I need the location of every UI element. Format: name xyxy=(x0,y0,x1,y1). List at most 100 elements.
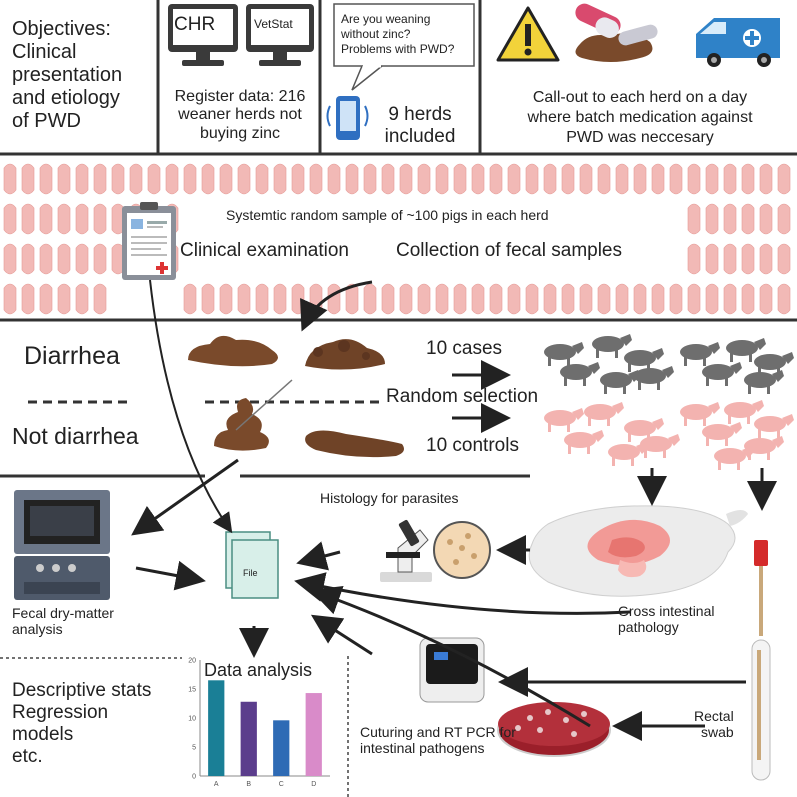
y-tick-label: 10 xyxy=(188,716,196,723)
rectal-swab-icon xyxy=(751,540,771,781)
pig-silhouette xyxy=(345,283,359,315)
flow-arrows xyxy=(131,280,777,741)
pig-silhouette xyxy=(759,283,773,315)
pig-silhouette xyxy=(363,283,377,315)
pig-silhouette xyxy=(201,163,215,195)
pig-figure xyxy=(564,430,604,454)
pig-silhouette xyxy=(723,283,737,315)
pig-silhouette xyxy=(435,163,449,195)
file-icon xyxy=(225,531,279,599)
pig-silhouette xyxy=(723,203,737,235)
x-tick-label: A xyxy=(214,781,219,788)
dotted-lines xyxy=(0,656,349,797)
pig-silhouette xyxy=(705,203,719,235)
dissected-pig-icon xyxy=(528,505,748,597)
cases-text: 10 cases xyxy=(426,338,503,359)
pig-figure xyxy=(744,370,784,394)
pig-silhouette xyxy=(3,203,17,235)
pig-silhouette xyxy=(93,243,107,275)
collection-fecal-text: Collection of fecal samples xyxy=(396,240,622,261)
phone-icon xyxy=(326,96,369,140)
pig-silhouette xyxy=(39,203,53,235)
bar-C xyxy=(273,720,290,776)
y-tick-label: 15 xyxy=(188,687,196,694)
monitor-right-label: VetStat xyxy=(254,17,293,31)
petri-dish-icon xyxy=(497,702,611,757)
pig-silhouette xyxy=(21,283,35,315)
pig-silhouette xyxy=(93,283,107,315)
pig-silhouette xyxy=(57,243,71,275)
pig-silhouette xyxy=(75,243,89,275)
pig-silhouette xyxy=(615,283,629,315)
pig-silhouette xyxy=(687,163,701,195)
pig-figure xyxy=(724,400,764,424)
diarrhea-feces-icon xyxy=(188,335,385,370)
pig-silhouette xyxy=(453,283,467,315)
y-tick-label: 5 xyxy=(192,745,196,752)
pig-figure xyxy=(754,414,794,438)
pig-silhouette xyxy=(129,163,143,195)
pig-silhouette xyxy=(75,203,89,235)
clinical-examination-text: Clinical examination xyxy=(180,240,349,261)
bar-B xyxy=(240,701,257,776)
pig-silhouette xyxy=(597,283,611,315)
pig-silhouette xyxy=(507,283,521,315)
herds-included-text: 9 herds included xyxy=(384,104,456,147)
pig-silhouette xyxy=(3,243,17,275)
bar-D xyxy=(305,693,322,776)
pig-silhouette xyxy=(57,163,71,195)
pig-silhouette xyxy=(777,163,791,195)
pig-silhouette xyxy=(705,163,719,195)
culturing-text: Cuturing and RT PCR for intestinal patho… xyxy=(360,724,516,757)
pig-silhouette xyxy=(471,163,485,195)
pig-silhouette xyxy=(705,243,719,275)
random-sample-text: Systemtic random sample of ~100 pigs in … xyxy=(226,207,549,223)
pig-silhouette xyxy=(273,163,287,195)
x-tick-label: C xyxy=(279,781,284,788)
pig-silhouette xyxy=(309,163,323,195)
pig-silhouette xyxy=(255,283,269,315)
pig-silhouette xyxy=(741,243,755,275)
pig-silhouette xyxy=(687,203,701,235)
dry-matter-text: Fecal dry-matter analysis xyxy=(12,605,114,638)
control-pigs-icon xyxy=(544,400,794,470)
pig-silhouette xyxy=(417,163,431,195)
diarrhea-label: Diarrhea xyxy=(24,342,120,370)
register-text: Register data: 216 weaner herds not buyi… xyxy=(174,88,306,142)
pig-silhouette xyxy=(57,203,71,235)
pig-figure xyxy=(634,366,674,390)
medication-pills-icon xyxy=(575,3,658,62)
pig-figure xyxy=(702,362,742,386)
pig-silhouette xyxy=(273,283,287,315)
pig-silhouette xyxy=(777,283,791,315)
pig-silhouette xyxy=(363,163,377,195)
pig-silhouette xyxy=(489,163,503,195)
pig-silhouette xyxy=(543,163,557,195)
y-tick-label: 20 xyxy=(188,658,196,665)
pig-figure xyxy=(584,402,624,426)
pig-silhouette xyxy=(21,243,35,275)
section-dividers xyxy=(0,0,797,478)
objectives-text: Objectives: Clinical presentation and et… xyxy=(12,18,123,132)
pig-silhouette xyxy=(237,163,251,195)
pig-silhouette xyxy=(561,283,575,315)
pig-silhouette xyxy=(93,203,107,235)
pig-silhouette xyxy=(327,163,341,195)
monitor-left-label: CHR xyxy=(174,14,216,35)
pig-silhouette xyxy=(111,163,125,195)
pig-silhouette xyxy=(561,163,575,195)
pig-silhouette xyxy=(453,163,467,195)
pig-figure xyxy=(544,342,584,366)
callout-text: Call-out to each herd on a day where bat… xyxy=(527,89,753,146)
pig-silhouette xyxy=(651,283,665,315)
pig-figure xyxy=(640,434,680,458)
data-analysis-title: Data analysis xyxy=(204,660,313,680)
controls-text: 10 controls xyxy=(426,435,519,456)
pig-figure xyxy=(544,408,584,432)
pig-figure xyxy=(714,446,754,470)
pig-silhouette xyxy=(381,163,395,195)
pig-figure xyxy=(702,422,742,446)
pig-silhouette xyxy=(777,203,791,235)
pig-silhouette xyxy=(93,163,107,195)
